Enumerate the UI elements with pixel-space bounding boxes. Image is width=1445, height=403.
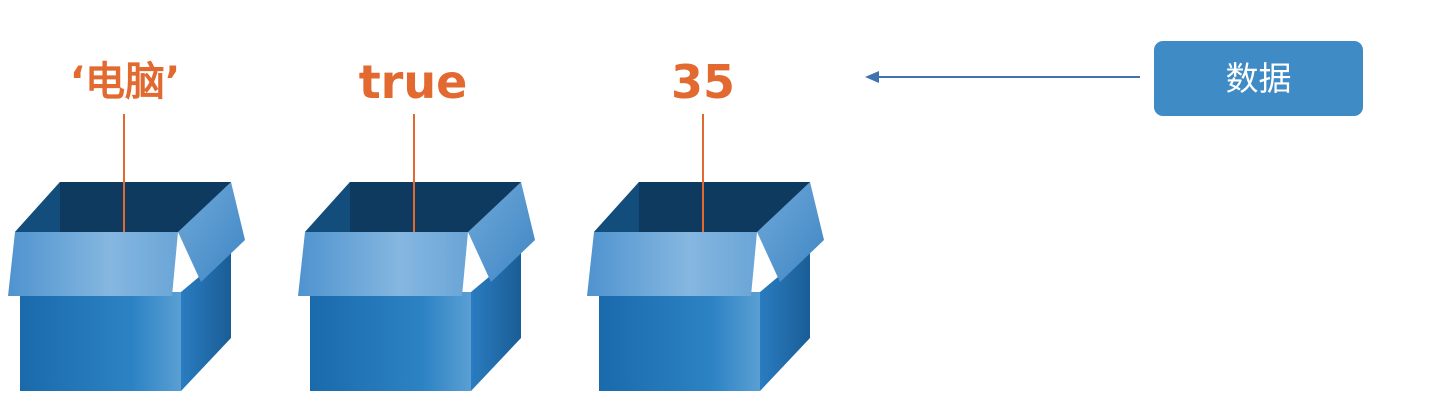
storage-box-1 xyxy=(8,114,245,391)
storage-box-3 xyxy=(587,114,824,391)
data-tag: 数据 xyxy=(1154,41,1363,116)
value-label-string: ‘电脑’ xyxy=(69,59,181,105)
value-label-boolean: true xyxy=(358,55,468,109)
value-label-number: 35 xyxy=(670,55,735,109)
data-tag-label: 数据 xyxy=(1225,59,1292,98)
storage-box-2 xyxy=(298,114,535,391)
arrow-to-values xyxy=(865,71,1140,83)
